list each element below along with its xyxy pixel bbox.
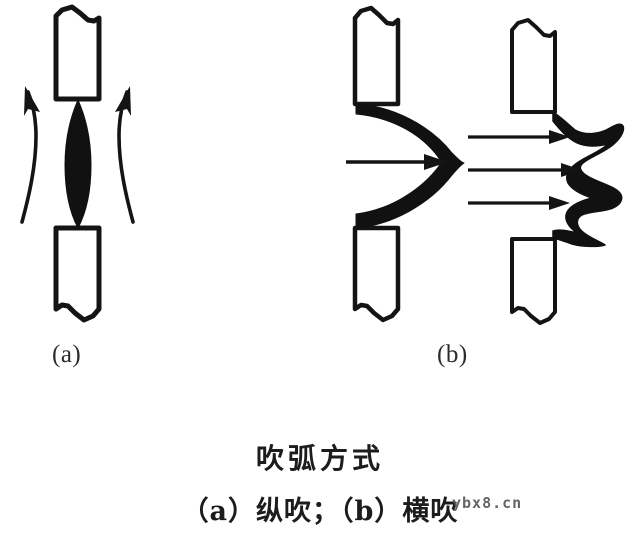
panel-b1-arc-crescent [355,103,465,229]
panel-a-airflow-arrow-left-head [24,86,40,116]
panel-b1-upper-contact [352,5,401,107]
panel-a-group [20,4,135,323]
panel-a-airflow-arrow-right-head [115,86,131,116]
panel-a-airflow-arrow-right-shaft [117,90,135,224]
panel-b-multi-jet-group [468,18,625,325]
panel-label-a: (a) [52,341,82,368]
panel-b2-blow-arrow-head-3 [549,196,570,210]
panel-b-single-jet-group [346,5,465,323]
panel-label-b: (b) [437,341,468,368]
panel-a-arc-texture [66,108,91,226]
panel-b2-lower-contact [510,237,557,325]
panel-b2-blow-arrow-head-2 [561,163,582,177]
figure-caption-subtitle: （a）纵吹；（b）横吹 [181,496,459,527]
panel-b2-upper-contact [510,18,557,114]
panel-a-lower-contact [53,225,102,323]
panel-b2-arc-zigzag [552,111,625,248]
panel-b1-blow-arrow-head [424,154,448,170]
panel-b2-blow-arrow-head-1 [549,130,570,144]
site-watermark: ybx8.cn [452,494,523,512]
panel-b1-lower-contact [352,225,401,323]
panel-a-airflow-arrow-left-shaft [20,90,38,224]
panel-a-upper-contact [53,4,102,102]
figure-caption-title: 吹弧方式 [255,442,384,475]
